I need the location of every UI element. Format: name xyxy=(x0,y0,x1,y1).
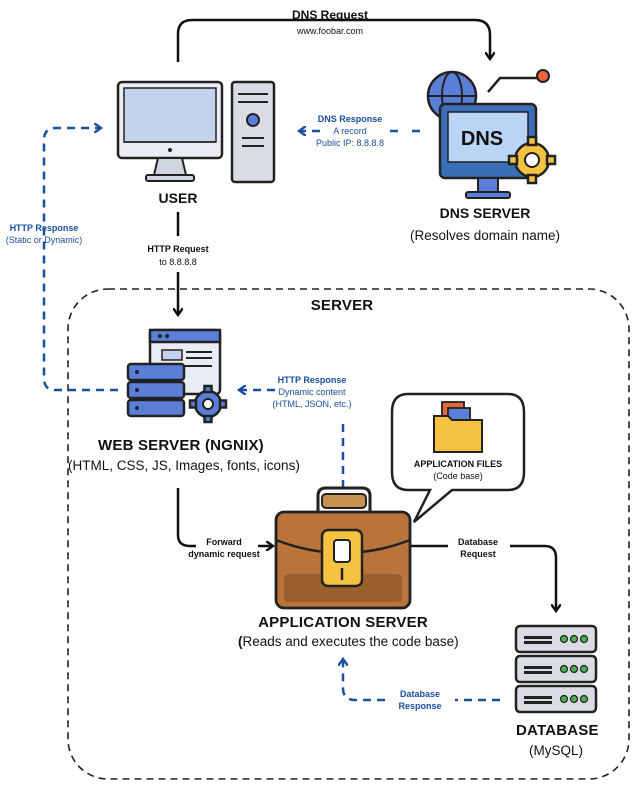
dns-server-icon xyxy=(426,69,557,199)
db-response-line1: Database xyxy=(399,689,441,699)
http-response-left-title: HTTP Response xyxy=(9,223,79,233)
dns-response-line1: A record xyxy=(333,126,367,136)
app-server-sub-row: (Reads and executes the code base) xyxy=(238,634,459,649)
http-response-mid-line2: (HTML, JSON, etc.) xyxy=(272,399,352,409)
app-server-sub: Reads and executes the code base) xyxy=(242,634,459,649)
forward-line1: Forward xyxy=(206,537,242,547)
web-server-label: WEB SERVER (NGNIX) xyxy=(98,437,264,454)
dns-request-title: DNS Request xyxy=(291,8,368,22)
db-response-line2: Response xyxy=(398,701,442,711)
database-label: DATABASE xyxy=(516,722,599,739)
dns-server-sub: (Resolves domain name) xyxy=(409,228,561,243)
dns-server-label: DNS SERVER xyxy=(439,205,531,221)
app-files-title: APPLICATION FILES xyxy=(413,459,503,469)
db-request-line1: Database xyxy=(457,537,499,547)
app-server-label: APPLICATION SERVER xyxy=(258,614,428,631)
db-request-arrow xyxy=(410,544,556,610)
http-response-mid-line1: Dynamic content xyxy=(278,387,346,397)
dns-request-detail: www.foobar.com xyxy=(296,26,364,36)
db-response-arrow xyxy=(343,660,500,702)
forward-line2: dynamic request xyxy=(188,549,260,559)
database-sub: (MySQL) xyxy=(529,743,583,758)
dns-response-title: DNS Response xyxy=(317,114,383,124)
app-files-folder-icon xyxy=(433,401,483,453)
http-response-left-detail: (Static or Dynamic) xyxy=(5,235,83,245)
app-server-paren: ( xyxy=(238,634,243,649)
http-response-mid-arrow xyxy=(240,390,345,488)
http-request-title: HTTP Request xyxy=(147,244,209,254)
http-response-left-arrow xyxy=(42,128,118,392)
server-label: SERVER xyxy=(310,297,374,314)
db-request-line2: Request xyxy=(460,549,496,559)
user-computer-icon xyxy=(116,80,276,184)
app-files-bubble xyxy=(390,392,526,523)
server-boundary xyxy=(67,288,630,780)
web-server-sub: (HTML, CSS, JS, Images, fonts, icons) xyxy=(68,458,300,473)
database-icon xyxy=(514,624,598,714)
app-files-sub: (Code base) xyxy=(433,471,483,481)
http-request-detail: to 8.8.8.8 xyxy=(159,257,197,267)
web-server-icon xyxy=(126,328,228,424)
user-label: USER xyxy=(158,190,198,206)
dns-screen-text: DNS xyxy=(461,128,503,150)
forward-request-arrow xyxy=(176,488,272,546)
briefcase-icon xyxy=(274,486,412,610)
http-response-mid-title: HTTP Response xyxy=(277,375,347,385)
dns-response-line2: Public IP: 8.8.8.8 xyxy=(315,138,385,148)
dns-request-arrow xyxy=(176,18,490,62)
